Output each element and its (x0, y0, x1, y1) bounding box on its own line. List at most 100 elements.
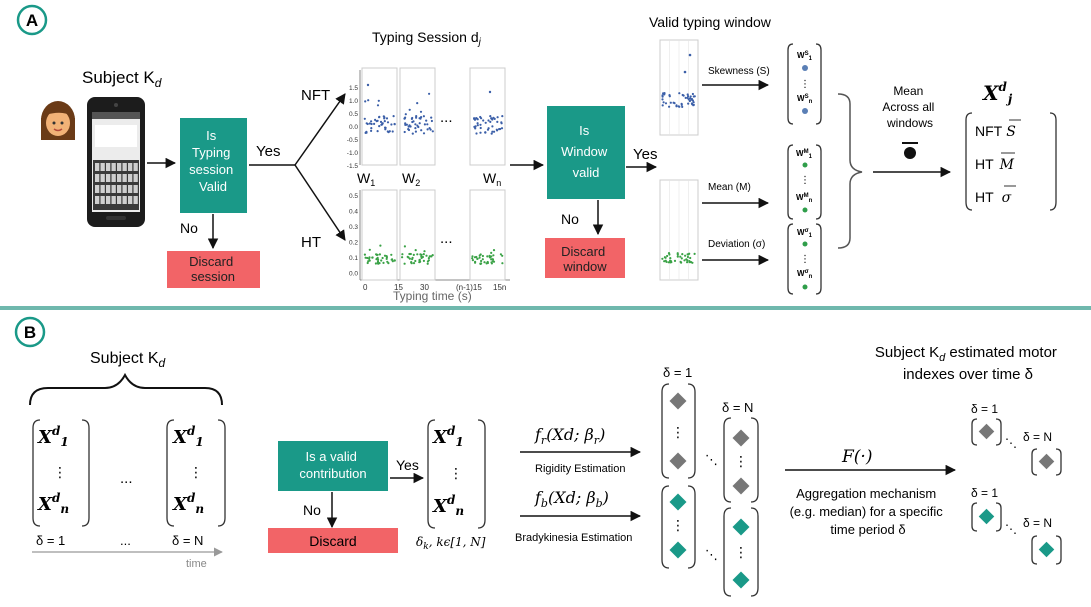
out-brady-delta-n: δ = N (1023, 516, 1052, 530)
window-label-1: W1 (357, 170, 375, 188)
ht-point (368, 257, 371, 260)
out-rigidity-delta-1: δ = 1 (971, 402, 998, 416)
delta-1-label: δ = 1 (36, 533, 65, 548)
delta-n-label: δ = N (172, 533, 203, 548)
nft-point (473, 117, 476, 120)
ht-point (419, 253, 422, 256)
svg-text:⋮: ⋮ (671, 424, 685, 440)
ht-point (385, 255, 388, 258)
ht-point (374, 262, 377, 265)
nft-point (365, 131, 368, 134)
valid-ht-point (670, 261, 673, 264)
nft-ellipsis: ... (440, 109, 453, 126)
phone-key (100, 185, 105, 193)
svg-text:Xd1: Xd1 (432, 424, 464, 449)
nft-point (426, 128, 429, 131)
skewness-vector: WS1 ⋮ WSn (787, 43, 822, 125)
rigidity-function: fr(Xd; βr) (534, 425, 605, 447)
valid-ht-point (687, 253, 690, 256)
ht-point (492, 260, 495, 263)
nft-point (479, 123, 482, 126)
valid-nft-point (688, 99, 692, 103)
phone-key (100, 163, 105, 171)
phone-key (122, 163, 127, 171)
valid-nft-point (680, 103, 683, 106)
ht-point (488, 254, 491, 257)
ht-point (501, 262, 504, 265)
window-no-label: No (561, 211, 579, 227)
phone-key (122, 196, 127, 204)
nft-point (422, 115, 425, 118)
valid-ht-point (689, 256, 692, 260)
discard-window-text: Discard window (561, 244, 609, 274)
ht-point (378, 253, 381, 256)
out-rigidity-diag-dots: ⋱ (1005, 436, 1017, 450)
ht-point (414, 259, 417, 263)
window-valid-box (547, 106, 625, 199)
ht-point (473, 256, 477, 259)
phone-key (95, 196, 100, 204)
svg-text:WMn: WMn (796, 193, 813, 204)
out-brady-delta-1: δ = 1 (971, 486, 998, 500)
ht-point (480, 259, 483, 263)
nft-point (480, 117, 483, 120)
nft-point (392, 115, 395, 118)
ht-point (380, 259, 383, 262)
rigidity-vector-last: ⋮ (723, 417, 759, 503)
svg-text:WM1: WM1 (796, 149, 813, 160)
ht-point (422, 253, 425, 256)
valid-ht-point (664, 256, 667, 259)
nft-point (484, 131, 487, 134)
ht-point (499, 253, 502, 256)
nft-point (377, 99, 380, 102)
valid-nft-point (686, 93, 689, 96)
nft-point (487, 119, 490, 122)
mean-label: Mean (M) (708, 182, 751, 193)
ht-point (501, 254, 504, 257)
svg-text:⋮: ⋮ (671, 517, 685, 533)
valid-ht-point (688, 260, 691, 263)
nft-point (414, 123, 417, 126)
nft-point (411, 116, 414, 120)
valid-nft-point (683, 70, 687, 74)
nft-point (488, 90, 492, 94)
ht-point (422, 259, 425, 262)
typing-session-valid-text: Is Typing session Valid (189, 128, 237, 194)
nft-point (489, 115, 492, 118)
rigidity-diag-dots: ⋱ (705, 452, 718, 467)
nft-point (423, 123, 426, 126)
session-yes-label: Yes (256, 143, 280, 160)
valid-ht-point (679, 255, 682, 258)
panel-a-label: A (26, 11, 38, 30)
window-valid-text: Is Window valid (561, 123, 611, 180)
windows-brace (837, 93, 863, 249)
ht-point (486, 261, 489, 265)
nft-point (408, 108, 411, 111)
y-tick-label: -0.5 (347, 137, 359, 144)
ht-x-ticks: 0 15 30 (n-1)15 15n (363, 283, 506, 292)
nft-point (420, 129, 423, 132)
valid-ht-point (676, 252, 679, 255)
ht-point (421, 255, 424, 259)
nft-point (414, 127, 417, 130)
nft-point (422, 132, 426, 135)
valid-ht-point (693, 252, 696, 255)
ht-point (490, 251, 493, 254)
svg-text:Wσ1: Wσ1 (797, 228, 813, 239)
valid-nft-point (678, 92, 681, 95)
valid-ht-point (686, 255, 690, 259)
ht-point (401, 253, 404, 256)
mean-across-windows-label: Mean Across all windows (882, 84, 937, 130)
valid-nft-point (692, 101, 695, 104)
phone-key (117, 185, 122, 193)
valid-ht-point (681, 253, 684, 256)
nft-point (428, 92, 431, 95)
ht-point (492, 249, 496, 252)
out-rigidity-delta-n: δ = N (1023, 430, 1052, 444)
contributions-ellipsis: ... (120, 470, 133, 487)
nft-point (412, 120, 415, 123)
y-tick-label: 0.1 (349, 255, 358, 262)
nft-point (490, 117, 493, 120)
